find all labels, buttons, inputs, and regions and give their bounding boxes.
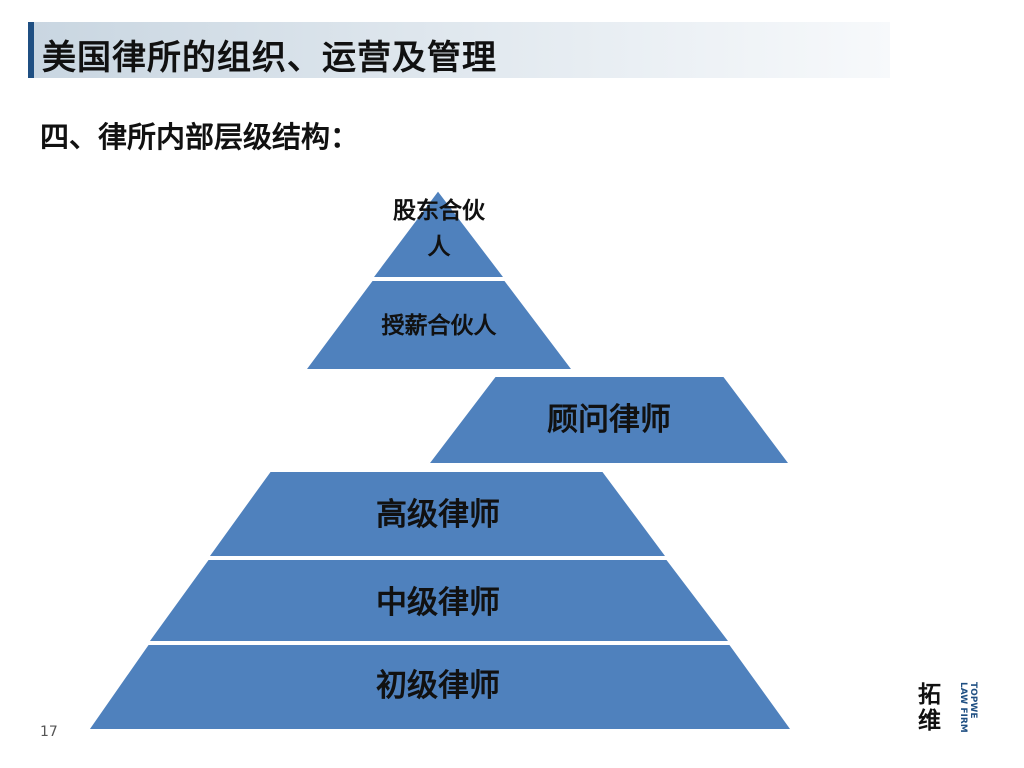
tier-equity-partner-shape <box>370 188 508 279</box>
logo-english-line2: LAW FIRM <box>958 682 968 733</box>
page-number: 17 <box>40 724 58 740</box>
tier-junior-associate-shape <box>86 643 794 731</box>
tier-junior-associate-label: 初级律师 <box>376 668 500 704</box>
tier-salaried-partner-shape <box>303 279 576 371</box>
topwe-logo: 拓 维 TOPWE LAW FIRM <box>918 682 982 734</box>
logo-english: TOPWE LAW FIRM <box>958 682 978 733</box>
section-heading: 四、律所内部层级结构： <box>40 120 360 154</box>
tier-senior-associate-label: 高级律师 <box>376 497 500 533</box>
tier-salaried-partner-label: 授薪合伙人 <box>381 313 497 339</box>
tier-equity-partner-label: 股东合伙 人 <box>360 193 518 265</box>
logo-chinese: 拓 维 <box>918 682 954 734</box>
tier-equity-partner-label-line2: 人 <box>427 234 451 260</box>
tier-of-counsel-shape <box>425 375 792 465</box>
logo-english-line1: TOPWE <box>968 682 978 719</box>
tier-equity-partner-label-line1: 股东合伙 <box>393 198 485 224</box>
logo-chinese-line2: 维 <box>918 707 941 734</box>
title-bar: 美国律所的组织、运营及管理 <box>28 22 890 78</box>
logo-chinese-line1: 拓 <box>918 681 941 708</box>
tier-senior-associate-shape <box>206 470 669 558</box>
slide-title: 美国律所的组织、运营及管理 <box>42 38 497 78</box>
tier-mid-associate-label: 中级律师 <box>376 585 500 621</box>
tier-mid-associate-shape <box>146 558 733 643</box>
tier-of-counsel-label: 顾问律师 <box>547 402 671 438</box>
